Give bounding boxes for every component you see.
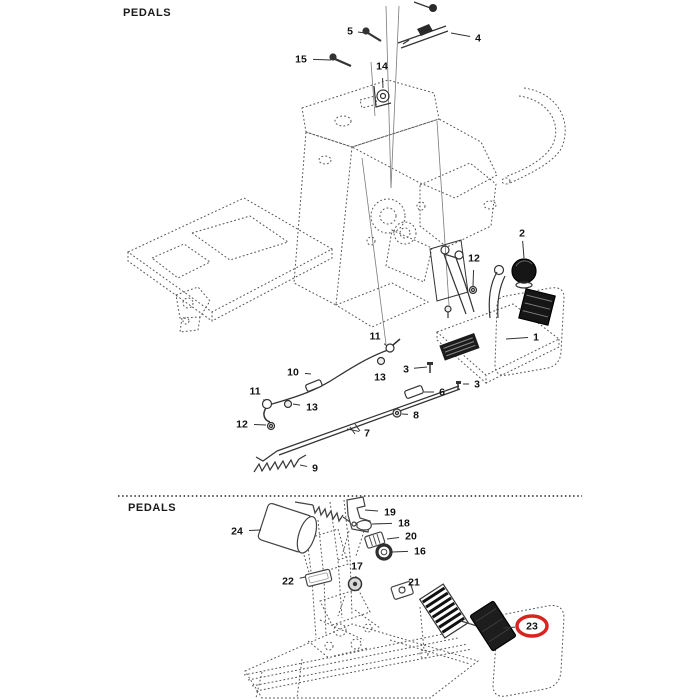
callout-1: 1 xyxy=(505,332,539,344)
leader-line xyxy=(364,509,379,512)
callout-23: 23 xyxy=(502,614,549,638)
part-number-8: 8 xyxy=(413,410,419,422)
part-number-9: 9 xyxy=(312,463,318,475)
callout-15: 15 xyxy=(295,54,332,66)
callout-3: 3 xyxy=(403,364,428,376)
section-title-upper: PEDALS xyxy=(123,7,171,19)
leader-line xyxy=(299,576,306,579)
leader-line xyxy=(403,586,406,589)
leader-line xyxy=(263,399,266,402)
part-number-17: 17 xyxy=(351,561,363,573)
callout-7: 7 xyxy=(346,428,370,440)
part-number-14: 14 xyxy=(376,61,388,73)
part-number-11: 11 xyxy=(249,386,260,398)
leader-line xyxy=(253,424,267,426)
part-number-18: 18 xyxy=(398,518,410,530)
callout-12: 12 xyxy=(468,253,480,287)
part-number-11: 11 xyxy=(369,331,380,343)
callout-11: 11 xyxy=(249,386,266,402)
upper-chassis-art xyxy=(127,79,566,385)
leader-line xyxy=(413,366,428,369)
callout-9: 9 xyxy=(299,463,318,475)
part-number-3: 3 xyxy=(474,379,480,391)
callout-8: 8 xyxy=(401,410,419,422)
leader-line xyxy=(502,626,516,629)
callout-20: 20 xyxy=(386,531,417,543)
part-number-23: 23 xyxy=(526,621,538,633)
section-title-lower: PEDALS xyxy=(128,502,176,514)
part-number-21: 21 xyxy=(408,577,420,589)
part-number-5: 5 xyxy=(347,26,353,38)
callout-19: 19 xyxy=(364,507,396,519)
upper-parts-art xyxy=(253,1,556,473)
leader-line xyxy=(522,240,525,259)
leader-line xyxy=(346,428,360,432)
leader-line xyxy=(450,32,471,38)
callout-13: 13 xyxy=(374,363,386,384)
callout-14: 14 xyxy=(376,61,388,89)
leader-line xyxy=(386,536,400,540)
callout-12: 12 xyxy=(236,419,267,431)
callout-2: 2 xyxy=(519,228,525,259)
part-number-13: 13 xyxy=(374,372,386,384)
part-number-16: 16 xyxy=(414,546,426,558)
leader-line xyxy=(472,269,475,287)
leader-line xyxy=(371,522,393,525)
part-number-4: 4 xyxy=(475,33,481,45)
callout-11: 11 xyxy=(369,331,388,347)
part-number-12: 12 xyxy=(236,419,248,431)
leader-line xyxy=(299,464,308,467)
callout-16: 16 xyxy=(391,546,426,558)
part-number-19: 19 xyxy=(384,507,396,519)
leader-line xyxy=(357,31,366,34)
part-number-24: 24 xyxy=(231,526,243,538)
lower-assembly-art xyxy=(243,499,565,699)
callout-13: 13 xyxy=(292,402,318,414)
part-number-3: 3 xyxy=(403,364,409,376)
part-number-15: 15 xyxy=(295,54,307,66)
part-number-20: 20 xyxy=(405,531,417,543)
callout-6: 6 xyxy=(424,387,445,399)
callout-24: 24 xyxy=(231,526,262,538)
leader-line xyxy=(383,343,388,347)
part-number-2: 2 xyxy=(519,228,525,240)
leader-line xyxy=(505,337,529,340)
part-number-1: 1 xyxy=(533,332,539,344)
leader-line xyxy=(304,372,312,375)
part-number-7: 7 xyxy=(364,428,370,440)
callout-17: 17 xyxy=(351,561,363,578)
part-number-10: 10 xyxy=(287,367,299,379)
callout-18: 18 xyxy=(371,518,410,530)
lower-parts-art xyxy=(257,496,517,652)
part-number-13: 13 xyxy=(306,402,318,414)
callout-5: 5 xyxy=(347,26,366,38)
callout-22: 22 xyxy=(282,576,306,588)
highlight-ellipse xyxy=(515,614,549,638)
callout-4: 4 xyxy=(450,32,481,45)
part-number-12: 12 xyxy=(468,253,480,265)
part-number-6: 6 xyxy=(439,387,445,399)
leader-line xyxy=(292,403,301,406)
part-number-22: 22 xyxy=(282,576,294,588)
leader-line xyxy=(248,529,262,531)
leader-line xyxy=(312,58,332,61)
callout-21: 21 xyxy=(403,577,420,589)
callout-10: 10 xyxy=(287,367,312,379)
leader-line xyxy=(391,550,409,553)
callout-3: 3 xyxy=(463,379,480,391)
